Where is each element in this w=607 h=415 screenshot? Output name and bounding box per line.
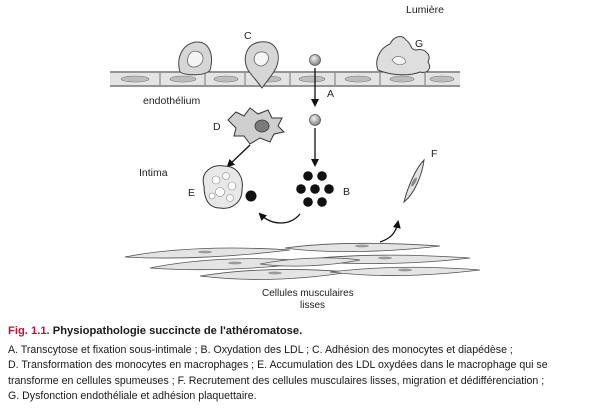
label-a: A <box>327 88 334 100</box>
smooth-muscle-nuclei <box>198 244 412 275</box>
label-smooth-muscle-line1: Cellules musculaires <box>262 288 354 299</box>
figure-title: Physiopathologie succincte de l'athéroma… <box>49 325 303 337</box>
label-b: B <box>343 186 350 198</box>
arrow-d-to-e <box>226 144 251 168</box>
label-c: C <box>244 30 252 42</box>
caption-body: A. Transcytose et fixation sous-intimale… <box>8 343 598 405</box>
monocyte-adhering-icon <box>178 41 212 76</box>
oxidized-ldl-cluster-icon <box>296 171 334 207</box>
label-lumiere: Lumière <box>406 4 444 16</box>
caption-heading: Fig. 1.1. Physiopathologie succincte de … <box>8 324 598 340</box>
smooth-muscle-layer <box>124 242 481 280</box>
label-smooth-muscle-line2: lisses <box>300 300 325 311</box>
label-d: D <box>213 121 221 133</box>
arrow-f <box>379 220 401 243</box>
platelet-aggregate-icon <box>376 36 431 76</box>
macrophage-icon <box>227 107 286 145</box>
caption-line: D. Transformation des monocytes en macro… <box>8 359 548 371</box>
monocyte-diapedesis-icon <box>244 41 279 89</box>
endothelium-layer <box>110 71 460 87</box>
caption-line: transforme en cellules spumeuses ; F. Re… <box>8 374 545 387</box>
smooth-muscle-cell-migrating-icon <box>403 158 425 204</box>
caption-line: A. Transcytose et fixation sous-intimale… <box>8 343 513 356</box>
ldl-intima-icon <box>309 114 321 126</box>
foam-cell-icon <box>202 165 243 209</box>
ldl-engulfed-icon <box>245 190 257 202</box>
figure-caption: Fig. 1.1. Physiopathologie succincte de … <box>8 324 598 405</box>
label-g: G <box>415 38 423 50</box>
figure-number: Fig. 1.1. <box>8 325 50 337</box>
caption-line: G. Dysfonction endothéliale et adhésion … <box>8 390 257 402</box>
label-e: E <box>188 187 195 199</box>
atheromatosis-diagram: Lumière endothélium Intima A B C D E F G… <box>110 4 481 311</box>
arrow-b-to-e <box>258 212 301 224</box>
label-intima: Intima <box>139 167 168 179</box>
ldl-lumen-icon <box>309 54 321 66</box>
label-endothelium: endothélium <box>143 95 200 107</box>
label-f: F <box>431 148 437 160</box>
